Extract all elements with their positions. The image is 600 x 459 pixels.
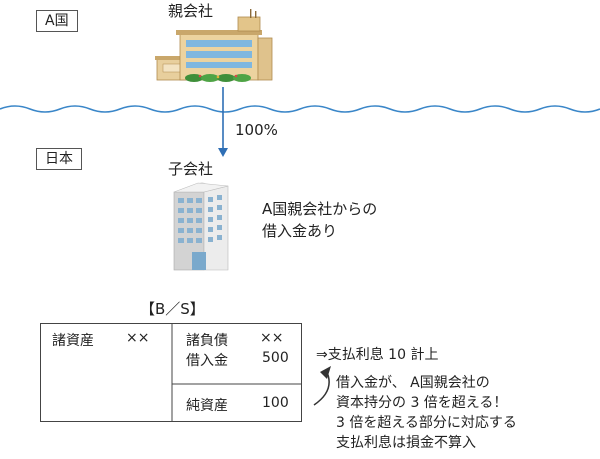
subsidiary-label: 子会社 [168, 160, 214, 178]
bs-loan-label: 借入金 [186, 353, 228, 369]
bs-title: 【B／S】 [140, 300, 205, 318]
ownership-percentage: 100% [235, 121, 278, 139]
parent-company-building-icon [155, 9, 273, 82]
ownership-arrow-icon [218, 87, 228, 157]
loan-note: A国親会社からの 借入金あり [262, 198, 377, 242]
bs-loan-value: 500 [262, 350, 289, 366]
curved-arrow-icon [313, 366, 331, 406]
loan-note-line-1: A国親会社からの [262, 200, 378, 218]
explanation-line-2: 資本持分の 3 倍を超える！ [336, 395, 508, 411]
interest-note: ⇒支払利息 10 計上 [316, 347, 439, 363]
loan-note-line-2: 借入金あり [262, 222, 338, 240]
bs-equity-value: 100 [262, 395, 289, 411]
explanation-line-3: 3 倍を超える部分に対応する [336, 415, 517, 431]
bs-equity-label: 純資産 [186, 398, 228, 414]
bs-assets-value: ×× [126, 330, 150, 346]
bs-liabilities-value: ×× [260, 330, 284, 346]
subsidiary-building-icon [173, 182, 229, 271]
ocean-border-wave [0, 105, 600, 113]
explanation-text: 借入金が、 A国親会社の 資本持分の 3 倍を超える！ 3 倍を超える部分に対応… [336, 373, 517, 453]
balance-sheet-box [40, 323, 302, 422]
country-japan-box: 日本 [36, 148, 82, 170]
explanation-line-1: 借入金が、 A国親会社の [336, 375, 490, 391]
explanation-line-4: 支払利息は損金不算入 [336, 435, 476, 451]
parent-company-label: 親会社 [168, 2, 214, 20]
country-a-box: A国 [36, 10, 78, 32]
bs-liabilities-label: 諸負債 [186, 333, 228, 349]
bs-assets-label: 諸資産 [52, 333, 94, 349]
